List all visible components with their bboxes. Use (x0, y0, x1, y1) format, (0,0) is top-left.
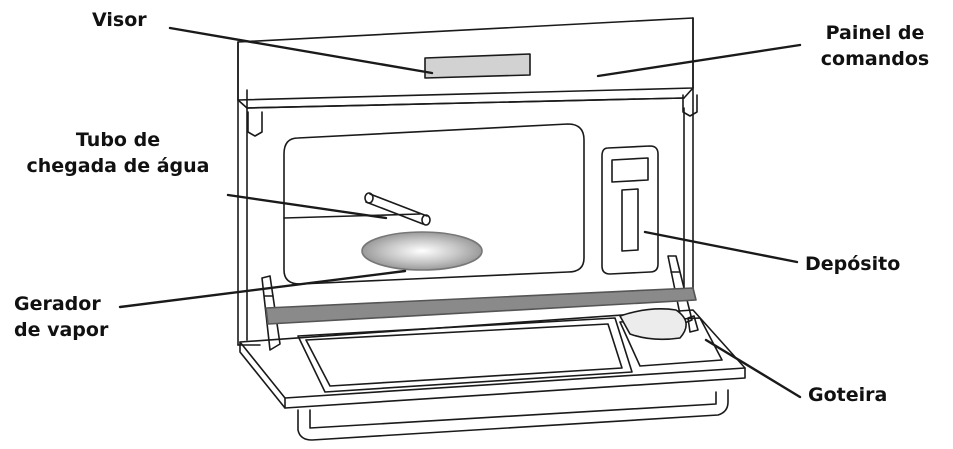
label-tubo-line1: Tubo de (75, 129, 161, 151)
label-goteira: Goteira (808, 384, 888, 406)
leader-goteira (704, 338, 802, 399)
leader-gerador (118, 269, 407, 309)
label-painel-line2: comandos (820, 48, 930, 70)
open-door (239, 309, 746, 409)
leader-lines (118, 26, 802, 399)
leader-tubo (226, 193, 388, 220)
label-visor: Visor (92, 9, 147, 31)
label-gerador-de-vapor: Gerador de vapor (14, 291, 108, 343)
leader-painel (596, 43, 802, 78)
door-handle (297, 389, 729, 441)
label-gerador-line1: Gerador (14, 293, 101, 315)
label-tubo-line2: chegada de água (26, 155, 210, 177)
label-painel-de-comandos: Painel de comandos (800, 20, 950, 72)
drip-tray (619, 308, 687, 341)
door-gasket (265, 287, 697, 325)
label-gerador-line2: de vapor (14, 319, 109, 341)
leader-deposito (643, 230, 799, 264)
display-window (424, 53, 531, 79)
label-painel-line1: Painel de (825, 22, 925, 44)
top-hinges (247, 94, 698, 137)
leader-visor (168, 26, 434, 75)
label-tubo-de-chegada: Tubo de chegada de água (2, 127, 234, 179)
water-reservoir (601, 145, 659, 275)
steam-generator-plate (361, 231, 483, 271)
label-deposito: Depósito (805, 253, 901, 275)
water-inlet-tube (364, 192, 431, 226)
oven-cavity (283, 123, 585, 285)
control-panel (237, 17, 694, 109)
